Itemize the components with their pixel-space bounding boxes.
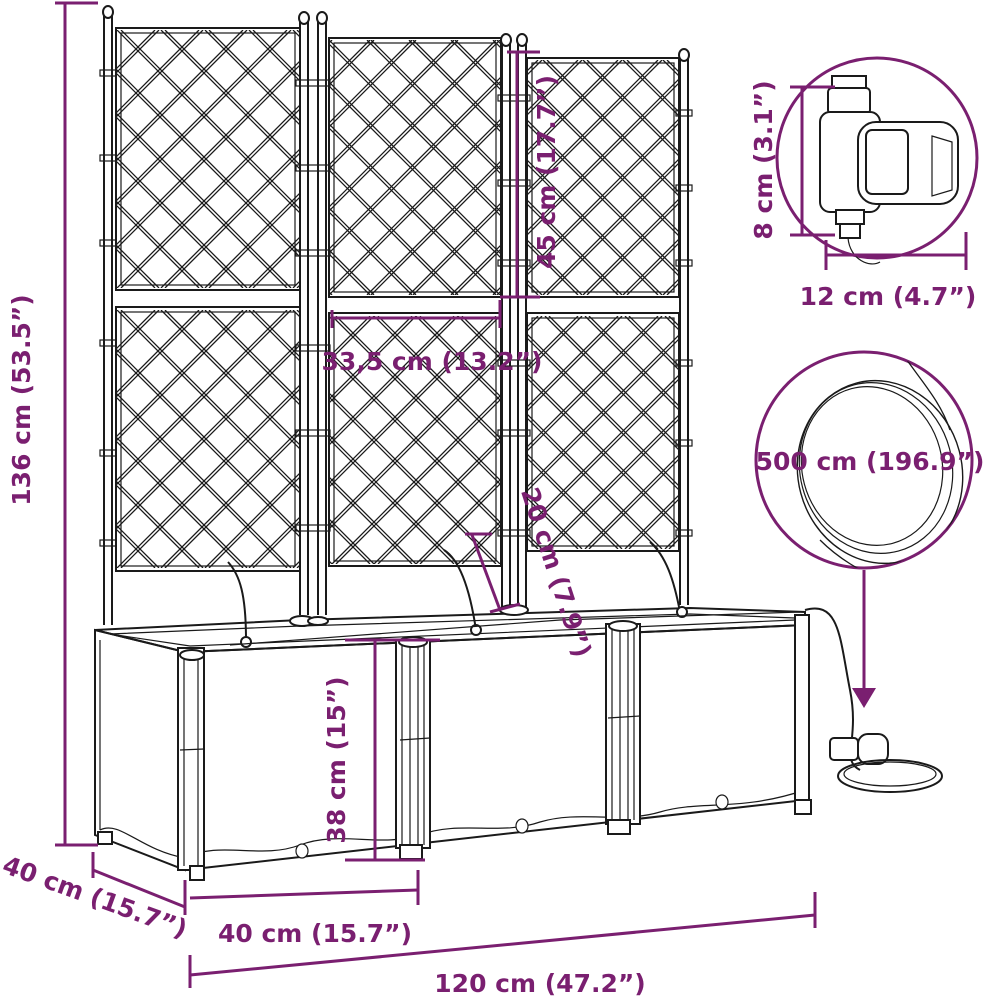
stake-height-label: 20 cm (7.9”) xyxy=(515,484,597,661)
total-width-label: 120 cm (47.2”) xyxy=(434,969,645,998)
total-height-label: 136 cm (53.5”) xyxy=(7,294,36,505)
timer-width-label: 12 cm (4.7”) xyxy=(800,282,977,311)
lattice-p2 xyxy=(117,310,299,568)
irrigation-stakes xyxy=(227,541,801,648)
water-timer-icon xyxy=(819,75,959,265)
panel-width-label: 33,5 cm (13.2”) xyxy=(322,347,543,376)
lattice-p1 xyxy=(117,30,299,288)
timer-inset xyxy=(775,56,979,265)
hose-coil-icon xyxy=(796,352,964,568)
module-width-label: 40 cm (15.7”) xyxy=(218,919,412,948)
lattice-p3 xyxy=(330,40,500,295)
dimension-lines xyxy=(55,1,968,988)
lattice-p4 xyxy=(330,316,500,564)
lattice-p5 xyxy=(528,60,678,295)
timer-height-label: 8 cm (3.1”) xyxy=(749,80,778,239)
box-height-label: 38 cm (15”) xyxy=(322,676,351,843)
planter-box xyxy=(94,541,861,881)
lattice-p6 xyxy=(528,316,678,549)
hose-length-label: 500 cm (196.9”) xyxy=(756,447,985,476)
trellis xyxy=(99,5,693,625)
hose-coil xyxy=(829,733,943,793)
panel-height-label: 45 cm (17.7”) xyxy=(532,75,561,269)
hose-inset xyxy=(754,350,974,570)
